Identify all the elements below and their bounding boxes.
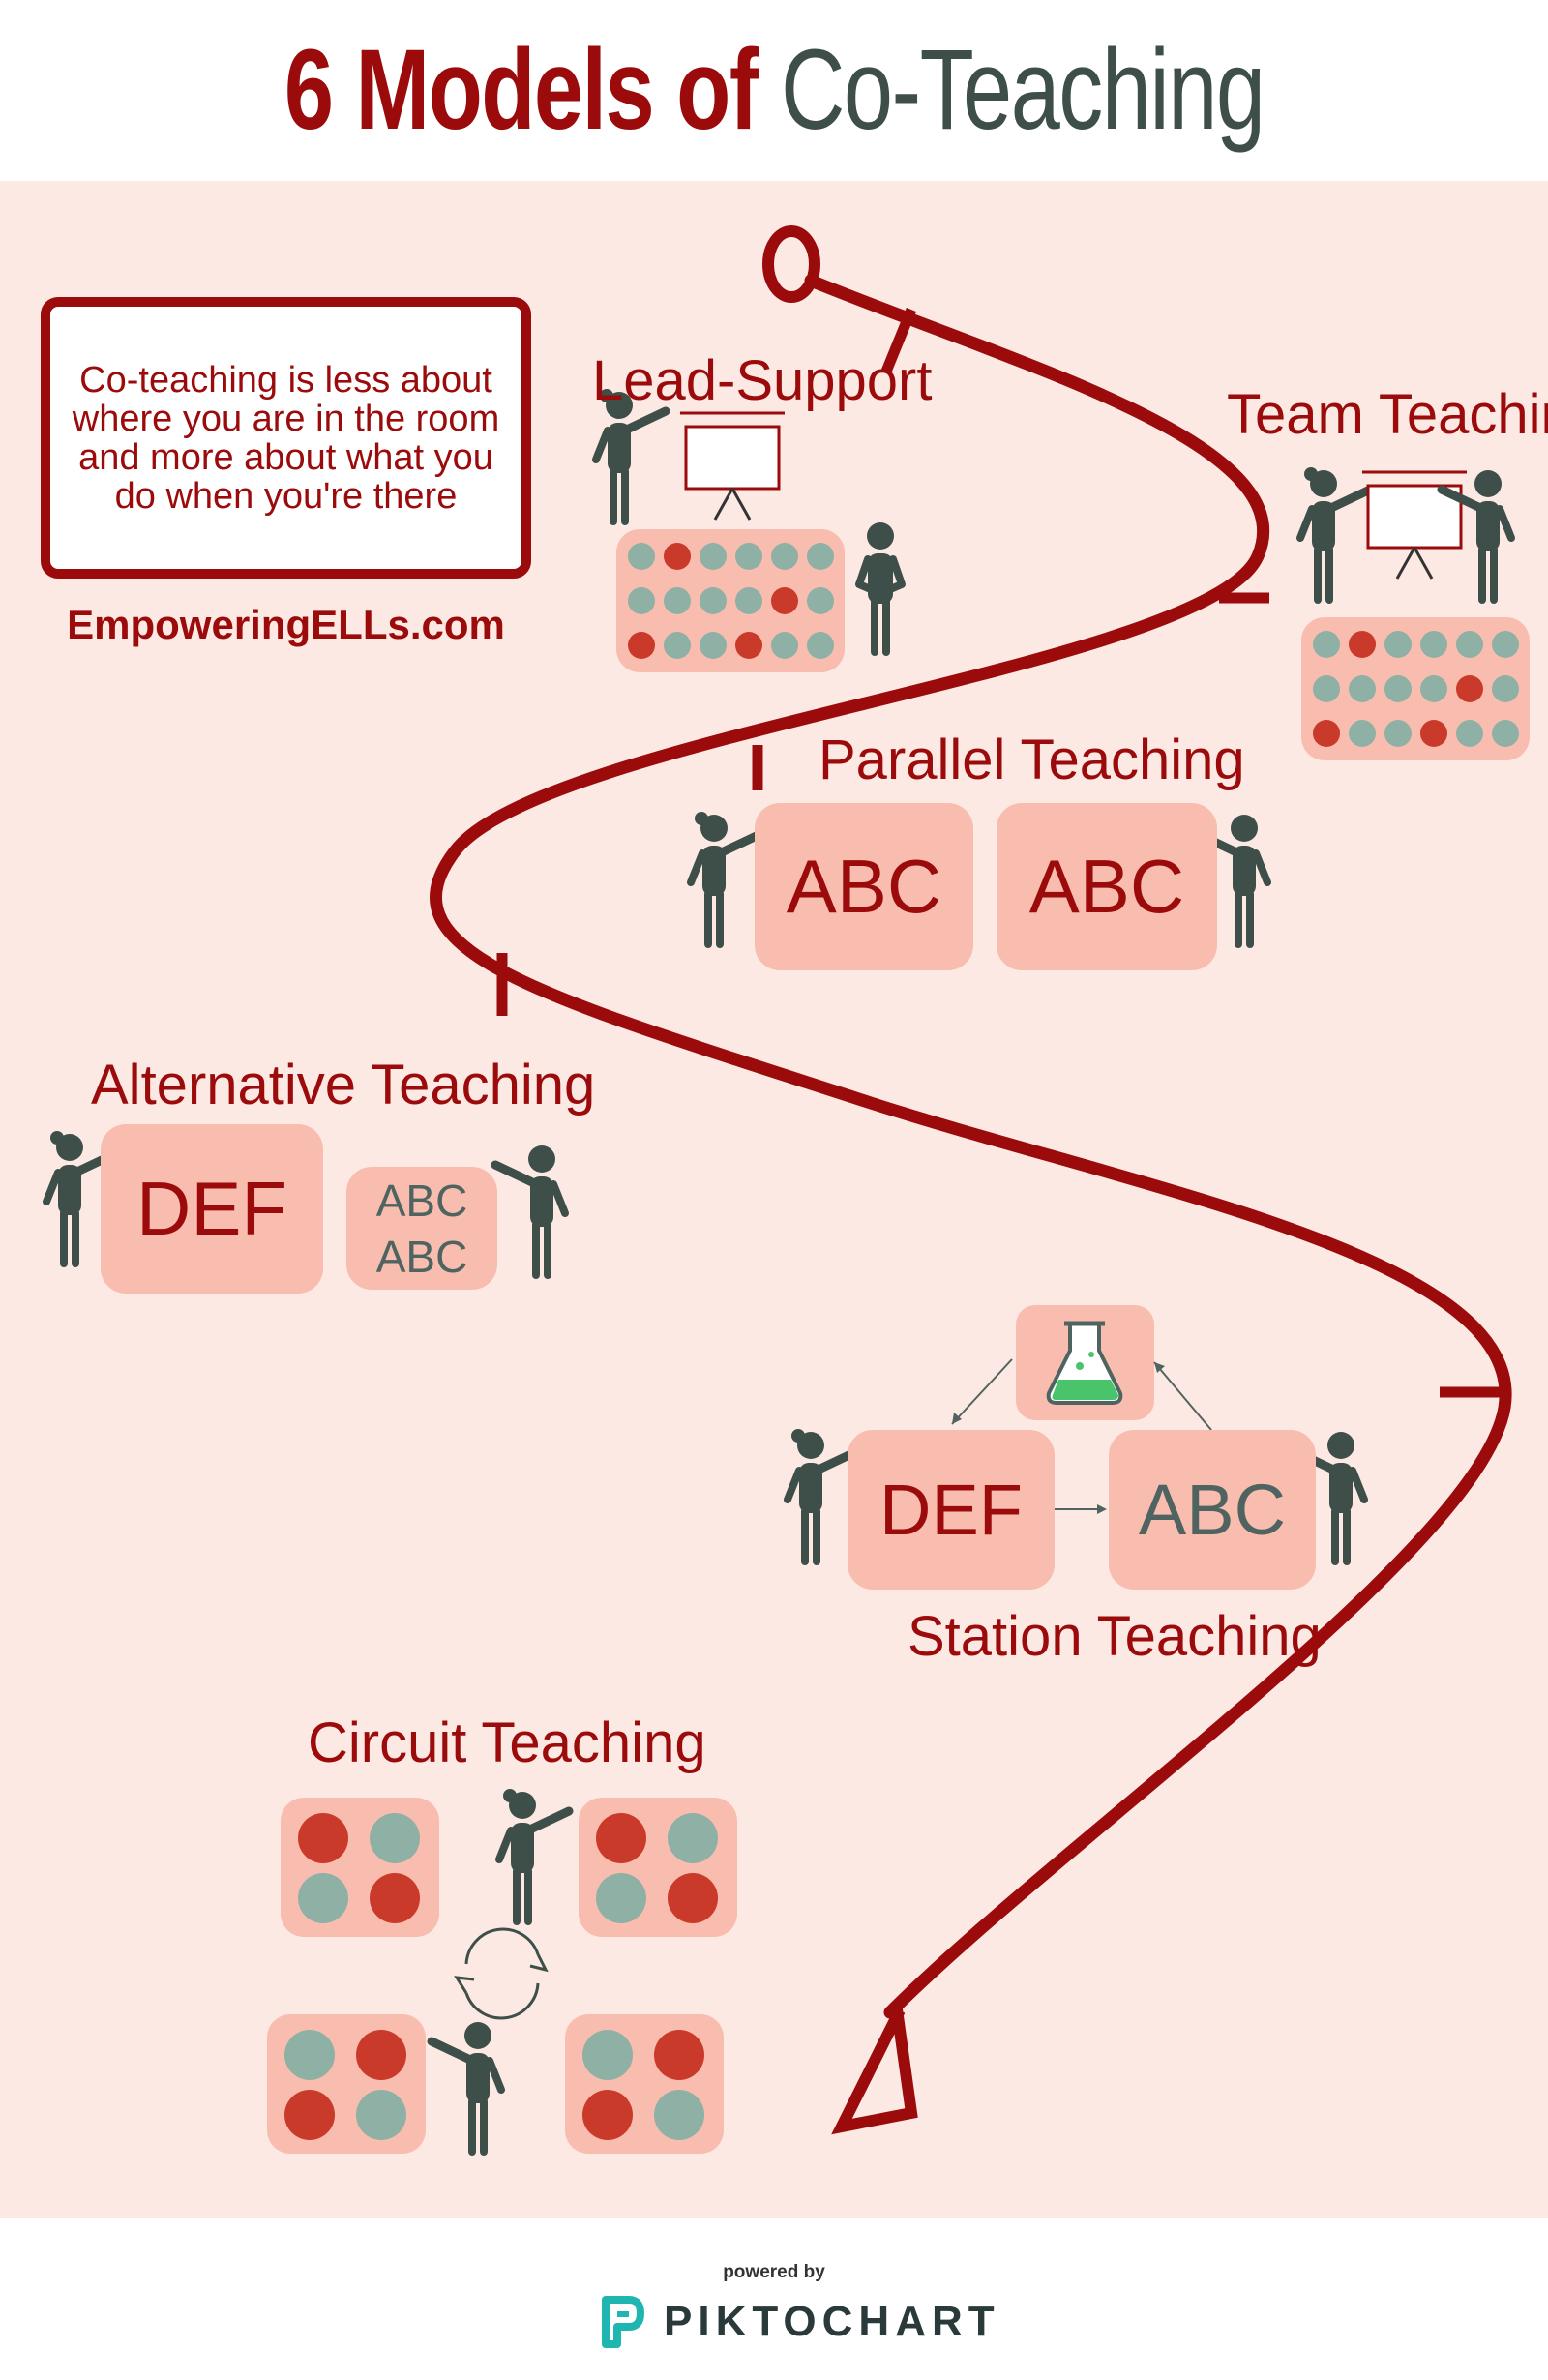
piktochart-brand[interactable]: PIKTOCHART xyxy=(600,2291,1000,2353)
label-station-teaching: Station Teaching xyxy=(908,1605,1322,1668)
teacher-figure-icon xyxy=(691,812,760,948)
student-group-icon xyxy=(579,1798,737,1937)
page-title: 6 Models of Co-Teaching xyxy=(0,17,1548,163)
station-box-right: ABC xyxy=(1109,1430,1316,1590)
title-light: Co-Teaching xyxy=(780,26,1265,154)
label-parallel-teaching: Parallel Teaching xyxy=(819,729,1245,791)
parallel-box-left: ABC xyxy=(755,803,973,970)
parallel-left-text: ABC xyxy=(786,844,942,929)
student-group-icon xyxy=(565,2014,724,2154)
alternative-small-text-2: ABC xyxy=(375,1231,468,1282)
quote-box: Co-teaching is less about where you are … xyxy=(41,297,531,579)
footer xyxy=(0,2218,1548,2380)
title-bold: 6 Models of xyxy=(283,26,759,154)
alternative-box-small: ABC ABC xyxy=(346,1167,497,1290)
board-icon xyxy=(678,411,787,521)
site-name: EmpoweringELLs.com xyxy=(67,602,505,647)
alternative-small-text-1: ABC xyxy=(375,1175,468,1226)
station-left-text: DEF xyxy=(879,1470,1023,1550)
team-teaching-scene xyxy=(1300,467,1530,760)
piktochart-logo-icon xyxy=(602,2296,644,2348)
lead-support-scene xyxy=(596,389,902,672)
teacher-figure-icon xyxy=(499,1789,569,1925)
parallel-box-right: ABC xyxy=(997,803,1217,970)
station-right-text: ABC xyxy=(1138,1470,1287,1550)
student-group-icon xyxy=(1301,617,1530,760)
parallel-right-text: ABC xyxy=(1028,844,1185,929)
teacher-figure-icon xyxy=(1300,467,1370,604)
winding-path xyxy=(430,225,1512,2135)
student-group-icon xyxy=(281,1798,439,1937)
teacher-figure-icon xyxy=(495,1145,565,1279)
student-group-icon xyxy=(267,2014,426,2154)
teacher-figure-icon xyxy=(859,522,902,656)
brand-name: PIKTOCHART xyxy=(664,2298,1000,2345)
flask-icon xyxy=(1046,1321,1123,1405)
quote-text: Co-teaching is less about where you are … xyxy=(72,359,500,517)
label-team-teaching: Team Teaching xyxy=(1227,383,1548,446)
station-box-left: DEF xyxy=(848,1430,1055,1590)
teacher-figure-icon xyxy=(432,2022,501,2156)
alternative-main-text: DEF xyxy=(136,1166,287,1251)
label-circuit-teaching: Circuit Teaching xyxy=(308,1711,706,1774)
board-icon xyxy=(1360,470,1469,580)
cycle-arrows-icon xyxy=(454,1927,549,2020)
station-scene xyxy=(788,1305,1364,1565)
alternative-box-main: DEF xyxy=(101,1124,323,1294)
student-group-icon xyxy=(616,529,845,672)
powered-by-text: powered by xyxy=(723,2262,825,2282)
label-alternative-teaching: Alternative Teaching xyxy=(91,1054,596,1116)
label-lead-support: Lead-Support xyxy=(592,349,933,412)
circuit-scene xyxy=(267,1789,737,2156)
